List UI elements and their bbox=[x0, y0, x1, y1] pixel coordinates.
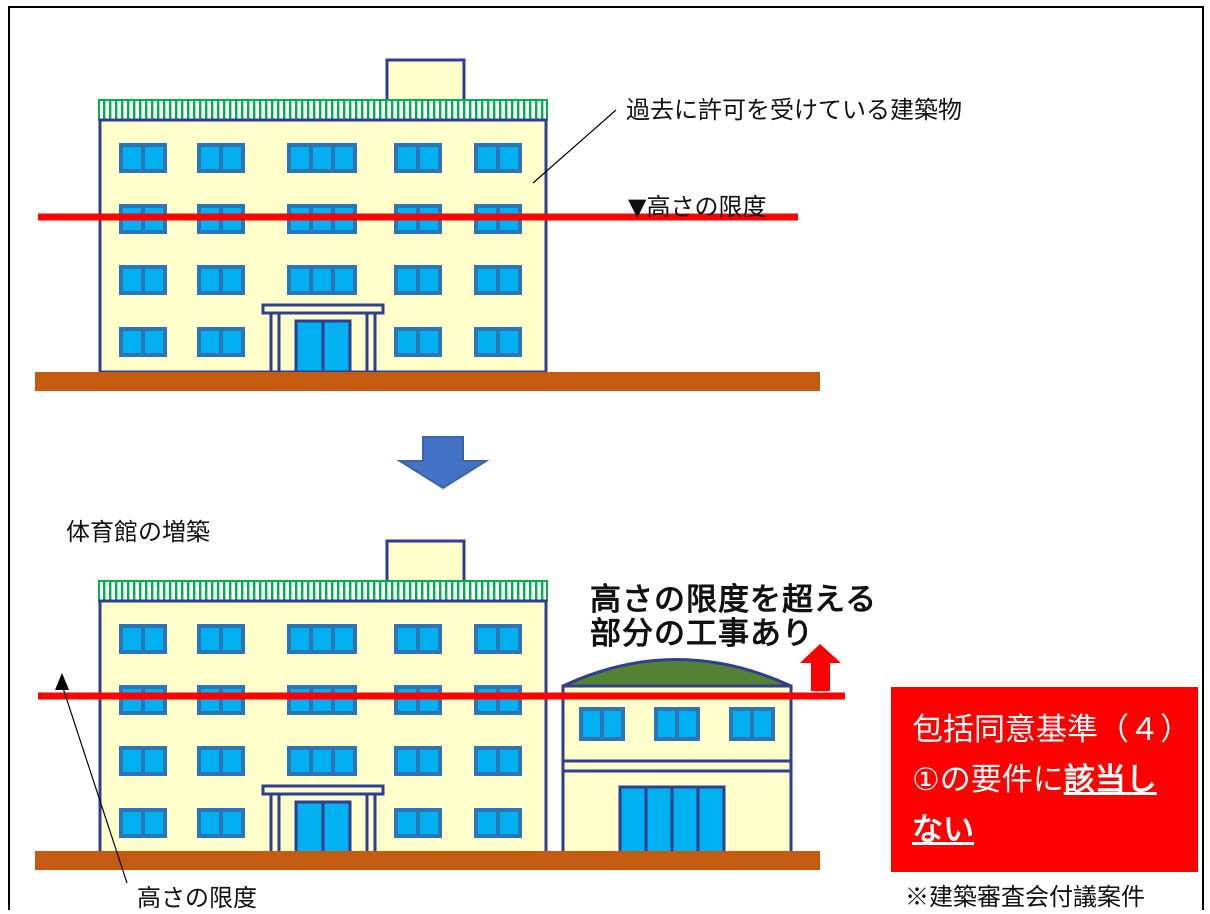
height-limit-label-top: ▼高さの限度 bbox=[628, 193, 767, 221]
verdict-line2-emphasis: 該当し bbox=[1063, 762, 1157, 798]
exceedance-warning-line1: 高さの限度を超える bbox=[590, 582, 878, 618]
permitted-building-label: 過去に許可を受けている建築物 bbox=[626, 96, 962, 124]
verdict-line3: ない bbox=[912, 805, 1198, 855]
diagram-frame bbox=[8, 6, 1204, 910]
verdict-box: 包括同意基準（４） ①の要件に該当し ない bbox=[891, 687, 1198, 872]
leader-line-top bbox=[532, 109, 617, 184]
down-arrow-icon bbox=[396, 436, 490, 490]
exceedance-warning-line2: 部分の工事あり bbox=[590, 616, 814, 652]
council-referral-note: ※建築審査会付議案件 bbox=[905, 883, 1145, 911]
gymnasium-extension bbox=[561, 658, 793, 855]
exceedance-warning: 高さの限度を超える 部分の工事あり bbox=[590, 583, 877, 651]
leader-arrowhead-icon bbox=[55, 673, 69, 690]
verdict-line2: ①の要件に該当し bbox=[912, 755, 1198, 805]
verdict-line2-prefix: ①の要件に bbox=[912, 762, 1064, 798]
ground-top bbox=[35, 372, 820, 391]
ground-bottom bbox=[35, 851, 820, 870]
verdict-line3-emphasis: ない bbox=[912, 812, 974, 848]
gym-extension-caption: 体育館の増築 bbox=[66, 518, 210, 546]
leader-line-bottom bbox=[61, 684, 128, 884]
verdict-line1: 包括同意基準（４） bbox=[912, 712, 1191, 748]
height-limit-label-bottom: 高さの限度 bbox=[137, 884, 257, 912]
up-arrow-icon bbox=[800, 644, 841, 691]
